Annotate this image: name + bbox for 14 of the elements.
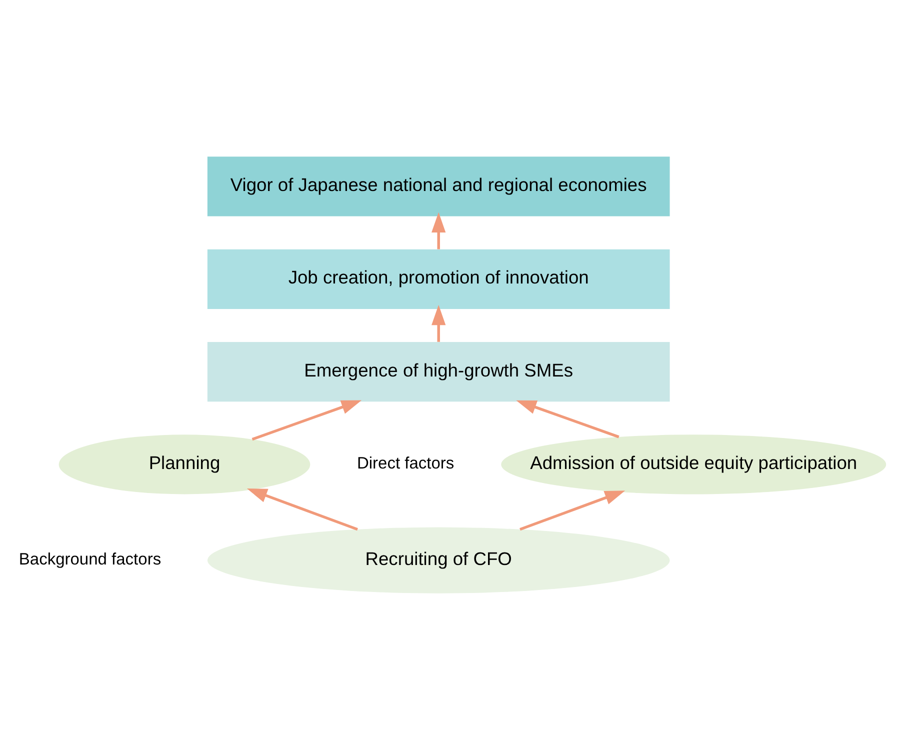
node-ellipse: Recruiting of CFO [207, 526, 670, 593]
node-ellipse: Admission of outside equity participation [501, 434, 886, 494]
arrow [432, 212, 446, 249]
node-ellipse: Planning [58, 434, 310, 494]
arrow [516, 400, 620, 438]
arrow [520, 490, 626, 530]
node-box: Job creation, promotion of innovation [207, 248, 670, 308]
label: Background factors [18, 550, 162, 568]
arrow [432, 304, 446, 342]
arrow [246, 488, 358, 530]
node-box: Vigor of Japanese national and regional economies [207, 156, 670, 216]
node-box: Emergence of high-growth SMEs [207, 341, 670, 402]
label: Direct factors [356, 454, 454, 472]
arrow [252, 400, 362, 440]
